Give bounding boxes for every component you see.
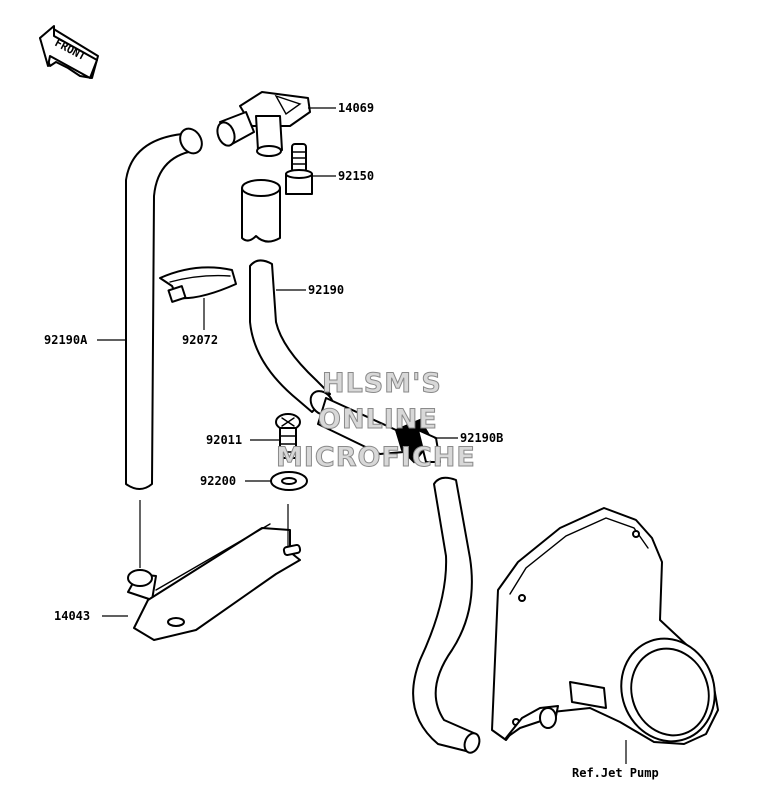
callout-jet-pump: Ref.Jet Pump bbox=[572, 766, 659, 780]
watermark-line-1: HLSM'S bbox=[322, 368, 442, 399]
callout-92072: 92072 bbox=[182, 333, 218, 347]
return-hose bbox=[412, 476, 481, 754]
clamp-92072 bbox=[159, 266, 237, 303]
washer-92200 bbox=[270, 471, 308, 491]
callout-92190a: 92190A bbox=[44, 333, 88, 347]
bracket-14043 bbox=[127, 523, 302, 641]
bolt-92150 bbox=[285, 143, 313, 195]
watermark-line-2: ONLINE bbox=[318, 404, 438, 435]
callout-labels: 14069 92150 92190 92190A 92072 92011 921… bbox=[44, 101, 659, 780]
front-arrow-icon: FRONT bbox=[39, 25, 99, 79]
short-hose bbox=[241, 179, 281, 243]
callout-92011: 92011 bbox=[206, 433, 242, 447]
watermark-line-3: MICROFICHE bbox=[276, 442, 476, 473]
screw-92011 bbox=[275, 413, 301, 459]
watermark: HLSM'S ONLINE MICROFICHE bbox=[276, 368, 476, 474]
callout-14043: 14043 bbox=[54, 609, 90, 623]
callout-14069: 14069 bbox=[338, 101, 374, 115]
leader-lines bbox=[97, 107, 627, 764]
callout-92150: 92150 bbox=[338, 169, 374, 183]
jet-pump bbox=[491, 507, 719, 745]
callout-92200: 92200 bbox=[200, 474, 236, 488]
callout-92190b: 92190B bbox=[460, 431, 503, 445]
fitting-14069 bbox=[216, 91, 311, 157]
callout-92190: 92190 bbox=[308, 283, 344, 297]
hose-92190a bbox=[125, 127, 203, 490]
